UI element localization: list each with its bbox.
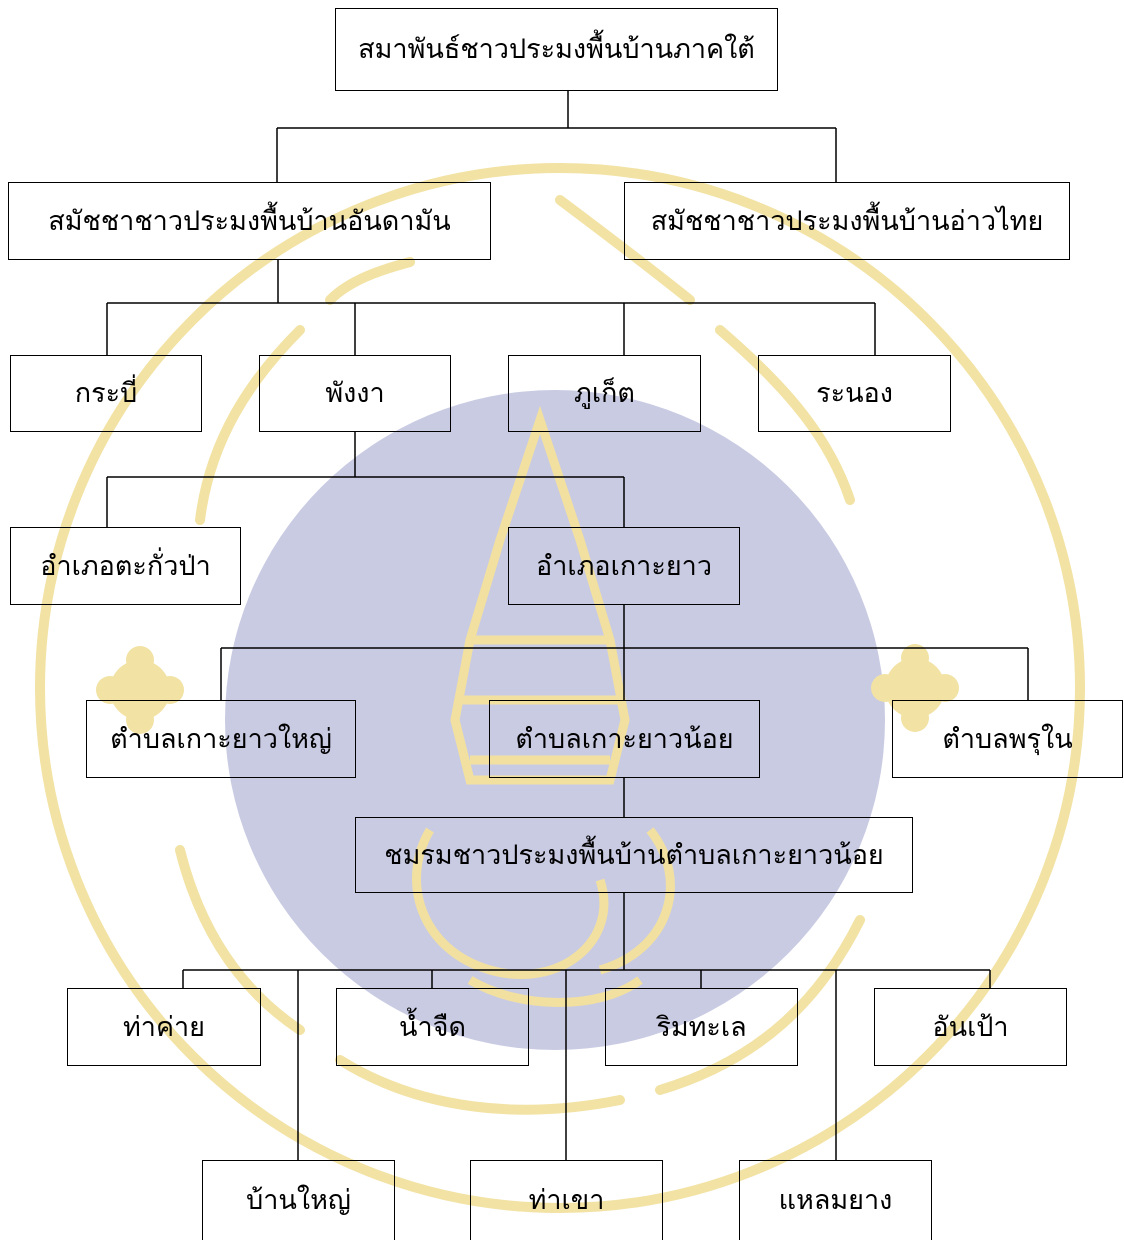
root-node: สมาพันธ์ชาวประมงพื้นบ้านภาคใต้ [335,8,778,91]
seal-flower-right [871,644,959,732]
subdistrict-yaoyai-node: ตำบลเกาะยาวใหญ่ [86,700,356,778]
village-thakhao-node: ท่าเขา [470,1160,663,1240]
village-banyai-node: บ้านใหญ่ [202,1160,395,1240]
subdistrict-prunai-node: ตำบลพรุใน [892,700,1123,778]
subdistrict-yaonoi-node: ตำบลเกาะยาวน้อย [489,700,760,778]
region-andaman-node: สมัชชาชาวประมงพื้นบ้านอันดามัน [8,182,491,260]
province-phuket-node: ภูเก็ต [508,355,701,432]
district-takuapa-node: อำเภอตะกั่วป่า [10,527,241,605]
seal-lettering [175,195,865,1115]
province-phangnga-node: พังงา [259,355,451,432]
village-thakhai-node: ท่าค่าย [67,988,261,1066]
village-namchuet-node: น้ำจืด [336,988,529,1066]
province-ranong-node: ระนอง [758,355,951,432]
village-rimthale-node: ริมทะเล [605,988,798,1066]
province-krabi-node: กระบี่ [10,355,202,432]
village-anpao-node: อันเป้า [874,988,1067,1066]
village-laemyang-node: แหลมยาง [739,1160,932,1240]
seal-ring [35,163,1085,1213]
seal-disc [225,390,885,1050]
seal-flower-left [96,646,184,734]
district-kohyao-node: อำเภอเกาะยาว [508,527,740,605]
club-node: ชมรมชาวประมงพื้นบ้านตำบลเกาะยาวน้อย [355,817,913,893]
region-gulf-node: สมัชชาชาวประมงพื้นบ้านอ่าวไทย [624,182,1070,260]
